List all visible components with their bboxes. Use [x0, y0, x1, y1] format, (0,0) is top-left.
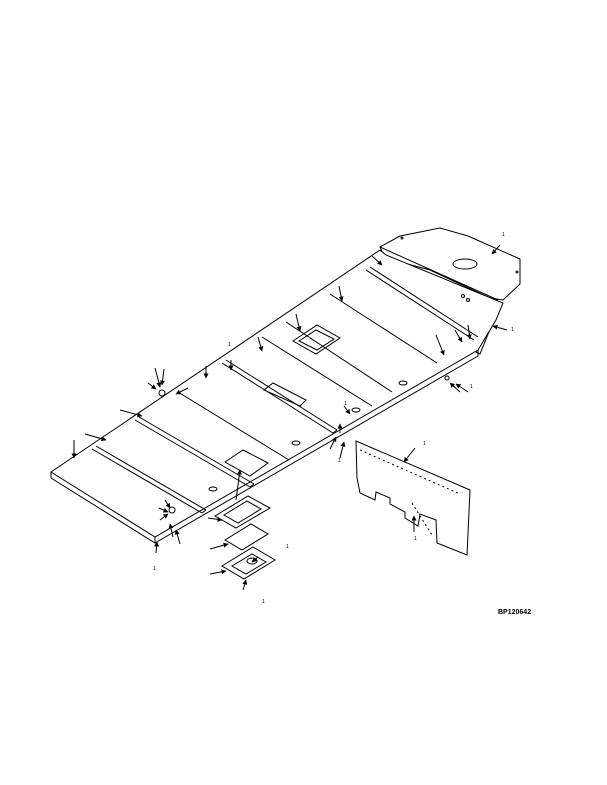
callout-label: 1: [414, 536, 417, 542]
rear-bulkhead-plate: [379, 227, 521, 301]
leader-arrows: [71, 244, 508, 591]
callout-label: 1: [470, 384, 473, 390]
callout-label: 1: [344, 401, 347, 407]
callout-label: 1: [423, 441, 426, 447]
callout-label: 1: [338, 458, 341, 464]
callout-label: 1: [511, 327, 514, 333]
callout-label: 1: [153, 566, 156, 572]
access-cover-middle: [263, 382, 307, 407]
callout-label: 1: [228, 342, 231, 348]
access-cover-upper: [292, 324, 341, 355]
exploded-cover-plate-2: [224, 523, 269, 551]
panel-seams: [91, 266, 479, 514]
callout-label: 1: [502, 232, 505, 238]
exploded-cover-plate-3: [221, 546, 276, 580]
side-wall-panel: [355, 440, 471, 556]
panel-latches: [158, 294, 470, 514]
callout-label: 1: [262, 599, 265, 605]
exploded-cover-plate-1: [214, 495, 272, 529]
floor-panel-assembly: [50, 249, 504, 544]
callout-numbers: 1 1 1 1 1 1 1 1 1 1 1: [153, 232, 514, 605]
callout-label: 1: [286, 544, 289, 550]
figure-id-label: BP120642: [498, 609, 532, 616]
